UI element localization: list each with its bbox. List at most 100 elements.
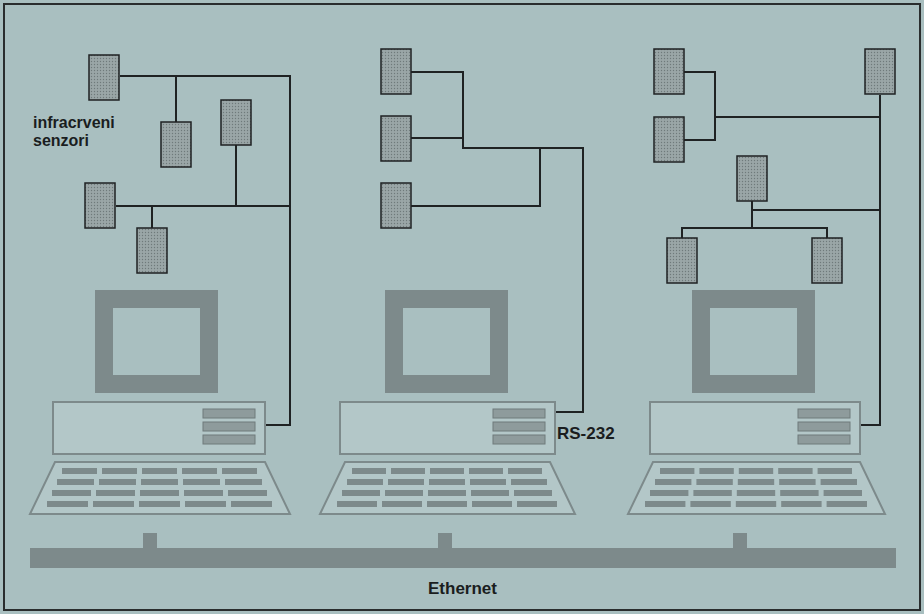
sensor (89, 55, 119, 100)
drive-bay (798, 422, 850, 431)
system-unit (340, 402, 555, 454)
key-row (824, 490, 862, 496)
key-row (57, 479, 94, 485)
sensor (381, 116, 411, 161)
key-row (52, 490, 91, 496)
sensor (85, 183, 115, 228)
infrared-sensors (85, 49, 895, 283)
ethernet-bus (30, 533, 896, 568)
key-row (818, 468, 852, 474)
drive-bay (493, 422, 545, 431)
key-row (650, 490, 688, 496)
drive-bay (203, 435, 255, 444)
sensor (137, 228, 167, 273)
key-row (508, 468, 542, 474)
drive-bay (203, 422, 255, 431)
key-row (471, 490, 509, 496)
system-unit (650, 402, 860, 454)
key-row (472, 501, 512, 507)
key-row (517, 501, 557, 507)
key-row (779, 479, 815, 485)
sensor (667, 238, 697, 283)
sensor (381, 183, 411, 228)
key-row (352, 468, 386, 474)
computers (30, 299, 885, 514)
key-row (388, 479, 424, 485)
key-row (737, 490, 775, 496)
key-row (738, 479, 774, 485)
keyboard (320, 462, 575, 514)
key-row (139, 501, 180, 507)
key-row (182, 468, 217, 474)
drive-bay (493, 435, 545, 444)
monitor (394, 299, 499, 384)
drive-bay (493, 409, 545, 418)
system-unit (53, 402, 265, 454)
drive-bay (203, 409, 255, 418)
key-row (183, 479, 220, 485)
key-row (781, 501, 821, 507)
key-row (469, 468, 503, 474)
sensor (654, 49, 684, 94)
drive-bay (798, 409, 850, 418)
key-row (185, 501, 226, 507)
keyboard (30, 462, 290, 514)
key-row (778, 468, 812, 474)
key-row (222, 468, 257, 474)
key-row (347, 479, 383, 485)
key-row (140, 490, 179, 496)
sensor-wires (116, 72, 880, 425)
key-row (511, 479, 547, 485)
key-row (645, 501, 685, 507)
key-row (391, 468, 425, 474)
monitor (104, 299, 209, 384)
label: RS-232 (557, 425, 615, 444)
key-row (96, 490, 135, 496)
key-row (660, 468, 694, 474)
drive-bay (798, 435, 850, 444)
key-row (470, 479, 506, 485)
key-row (427, 501, 467, 507)
key-row (827, 501, 867, 507)
outer-frame (4, 4, 920, 610)
sensor (221, 100, 251, 145)
keyboard (628, 462, 885, 514)
key-row (342, 490, 380, 496)
key-row (382, 501, 422, 507)
key-row (514, 490, 552, 496)
key-row (102, 468, 137, 474)
key-row (99, 479, 136, 485)
sensor (737, 156, 767, 201)
key-row (696, 479, 732, 485)
key-row (780, 490, 818, 496)
key-row (655, 479, 691, 485)
key-row (47, 501, 88, 507)
sensor (812, 238, 842, 283)
key-row (225, 479, 262, 485)
key-row (141, 479, 178, 485)
key-row (337, 501, 377, 507)
key-row (821, 479, 857, 485)
sensor (381, 49, 411, 94)
key-row (93, 501, 134, 507)
monitor (701, 299, 806, 384)
key-row (690, 501, 730, 507)
key-row (429, 479, 465, 485)
key-row (231, 501, 272, 507)
label: Ethernet (428, 580, 497, 599)
key-row (228, 490, 267, 496)
key-row (184, 490, 223, 496)
label: infracrveni senzori (33, 114, 145, 149)
key-row (699, 468, 733, 474)
key-row (693, 490, 731, 496)
sensor (161, 122, 191, 167)
sensor (865, 49, 895, 94)
key-row (430, 468, 464, 474)
key-row (142, 468, 177, 474)
key-row (739, 468, 773, 474)
key-row (428, 490, 466, 496)
key-row (385, 490, 423, 496)
sensor (654, 117, 684, 162)
key-row (62, 468, 97, 474)
